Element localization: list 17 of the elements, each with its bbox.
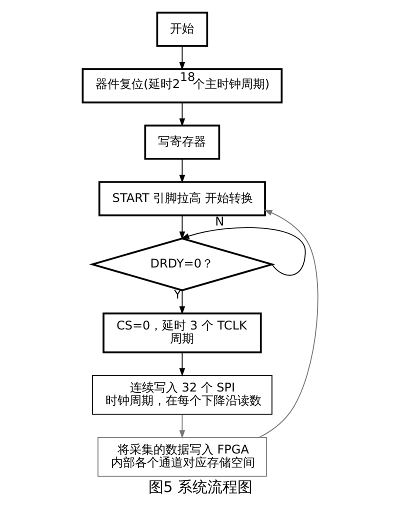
edge-label: N (214, 214, 224, 229)
arrow (180, 227, 306, 276)
arrow (178, 102, 185, 127)
arrow (178, 158, 185, 184)
arrow (178, 414, 185, 438)
arrow (178, 214, 185, 240)
node-box: START 引脚拉高 开始转换 (98, 181, 266, 216)
caption: 图5 系统流程图 (148, 478, 252, 496)
arrow (178, 46, 185, 70)
node-box: 开始 (156, 12, 208, 47)
arrow (258, 210, 318, 438)
node-box: 写寄存器 (144, 124, 220, 160)
node-box: CS=0，延时 3 个 TCLK 周期 (102, 312, 262, 354)
arrow (178, 352, 185, 376)
node-box: 将采集的数据写入 FPGA 内部各个通道对应存储空间 (97, 436, 266, 477)
node-box: 连续写入 32 个 SPI 时钟周期，在每个下降沿读数 (91, 374, 272, 415)
arrow (178, 290, 185, 315)
